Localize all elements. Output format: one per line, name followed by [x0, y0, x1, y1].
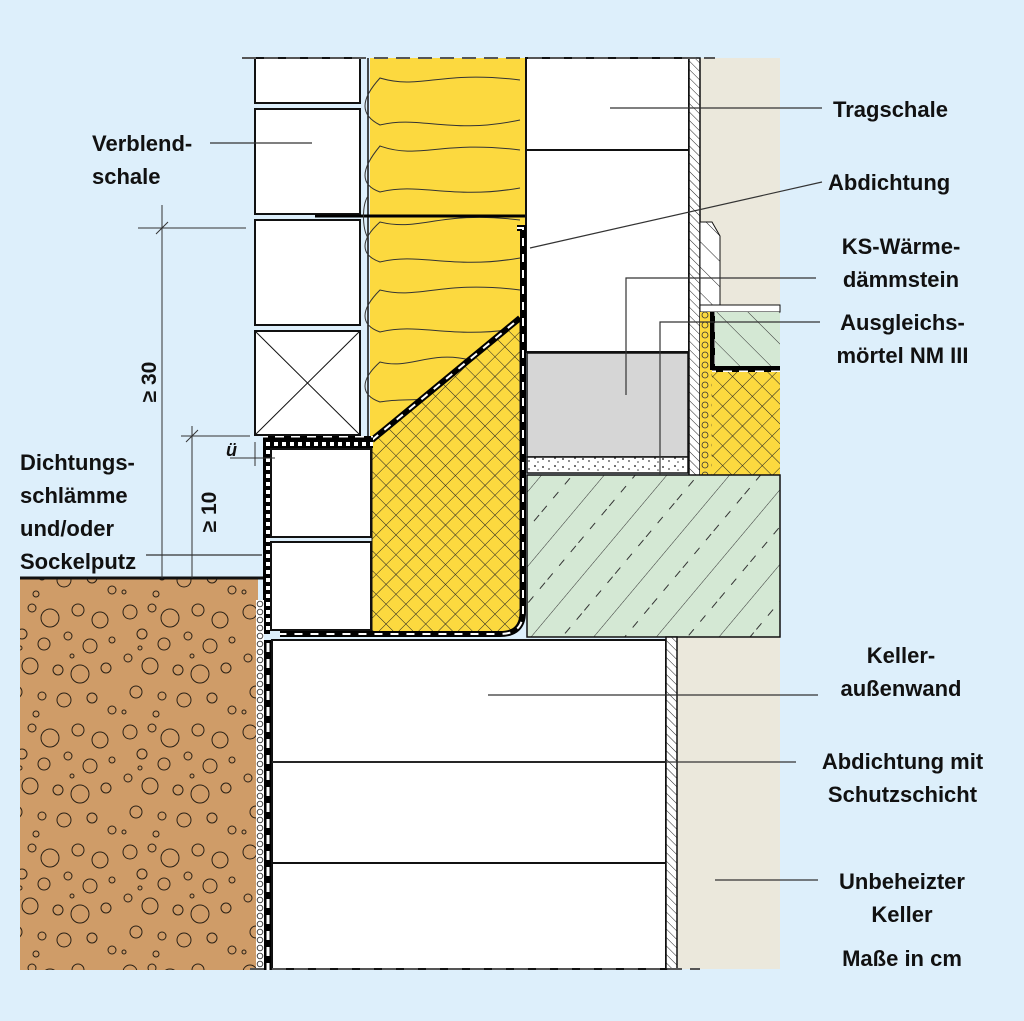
plinth-slurry-top [263, 442, 373, 448]
label-verblendschale: Verblend- schale [92, 131, 193, 189]
dimension-lines [138, 205, 275, 578]
dimension-30: ≥ 30 [138, 361, 161, 403]
label-unbeheizter-keller: Unbeheizter Keller [839, 869, 965, 927]
floor-insulation [712, 372, 780, 475]
plinth-slurry-side [263, 442, 270, 634]
screed-seal [710, 312, 715, 370]
label-dichtungsschlaemme: Dichtungs- schlämme und/oder Sockelputz [20, 450, 137, 574]
ks-insulating-brick [526, 352, 689, 458]
label-ks-waermedaemmstein: KS-Wärme- dämmstein [841, 234, 961, 292]
basement-wall [271, 639, 667, 970]
label-abdichtung-schutzschicht: Abdichtung mit Schutzschicht [821, 749, 984, 807]
basement-room [676, 637, 780, 969]
edge-strip [700, 312, 712, 475]
floor-finish [699, 304, 781, 313]
skirting [699, 221, 721, 306]
basement-interior-plaster [665, 636, 678, 970]
label-kelleraussenwand: Keller- außenwand [840, 643, 962, 701]
label-ausgleichsmoertel: Ausgleichs- mörtel NM III [836, 310, 969, 368]
leveling-mortar [526, 456, 689, 474]
screed [713, 312, 780, 368]
dimension-10: ≥ 10 [198, 491, 221, 533]
interior-plaster-upper [688, 57, 701, 479]
concrete-slab [526, 474, 781, 638]
screed-seal-bottom [712, 366, 780, 372]
leader-lines [146, 107, 823, 881]
plinth-top-seal [263, 436, 373, 442]
dimension-overhang: ü [226, 440, 237, 460]
facing-brick-wall [254, 57, 361, 436]
label-tragschale: Tragschale [833, 97, 948, 122]
label-abdichtung: Abdichtung [828, 170, 951, 195]
protection-layer [256, 600, 264, 970]
label-masse-in-cm: Maße in cm [842, 946, 962, 971]
plinth-bricks [270, 448, 372, 631]
load-bearing-wall-upper [525, 57, 690, 353]
basement-seal [264, 640, 271, 970]
soil [20, 578, 258, 970]
insulation-wave-pattern [364, 76, 521, 403]
